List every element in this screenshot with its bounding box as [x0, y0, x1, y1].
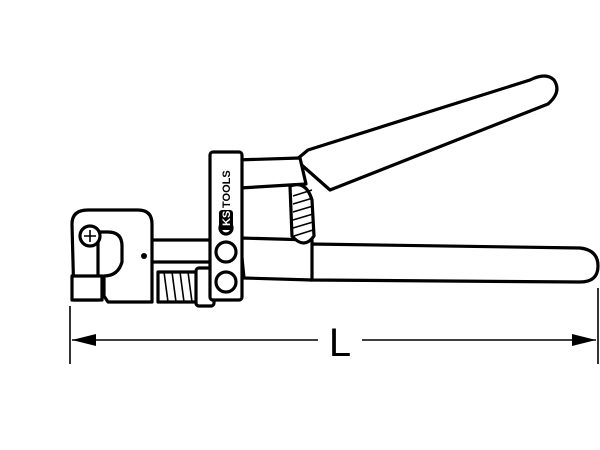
logo-ks: KS [221, 211, 233, 226]
dimension-line: L [69, 288, 599, 365]
head-rivet-lower [214, 270, 238, 294]
pivot-dot [141, 253, 147, 259]
logo-tools: TOOLS [221, 170, 233, 208]
dimension-label: L [329, 321, 351, 365]
arrow-left [72, 334, 96, 346]
head-rivet-upper [214, 240, 238, 264]
punch-spring [156, 266, 216, 308]
brand-logo: KS TOOLS [219, 170, 233, 230]
screw-slot [84, 230, 96, 242]
upper-handle-grip [294, 74, 559, 192]
lower-handle-grip [308, 242, 600, 284]
punch-shaft [148, 238, 214, 264]
die-insert [70, 274, 104, 302]
arrow-right [572, 334, 596, 346]
handle-spring [288, 183, 316, 245]
